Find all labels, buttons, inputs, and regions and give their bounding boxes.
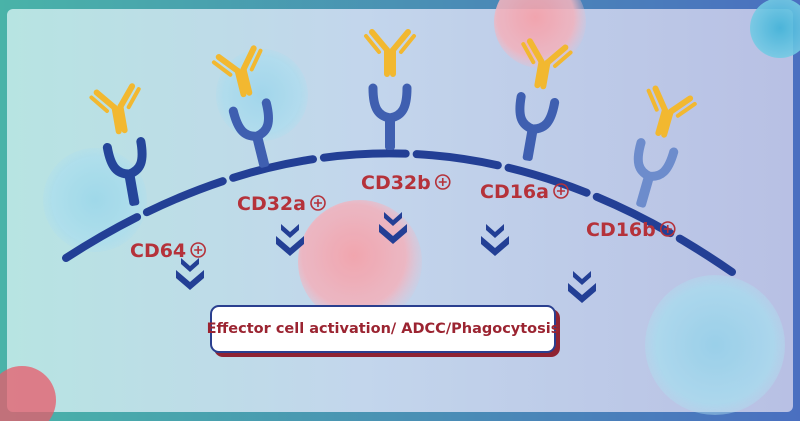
label-cd32b: CD32b	[361, 172, 451, 194]
receptor-cd16b-icon	[633, 138, 679, 208]
label-cd32a-text: CD32a	[237, 193, 306, 215]
antibody-cd32b-icon	[364, 29, 416, 77]
cell-membrane-arc	[62, 149, 736, 276]
label-cd16b: CD16b	[586, 219, 676, 241]
blue-cell-bottom-right	[645, 275, 785, 415]
background-panel	[7, 9, 793, 412]
receptor-cd16b	[633, 85, 697, 208]
antibody-cd16a-icon	[521, 38, 573, 90]
receptor-cd16a	[515, 38, 573, 161]
antibody-cd64-icon	[89, 83, 141, 135]
red-cell-center	[298, 200, 422, 324]
receptor-cd16a-icon	[515, 92, 560, 161]
label-cd64: CD64	[130, 240, 206, 262]
receptor-cd32b	[364, 29, 416, 150]
plus-circle-icon	[659, 221, 676, 237]
receptor-cd64	[89, 83, 147, 206]
receptor-cd32a	[211, 45, 273, 168]
label-cd16a: CD16a	[480, 181, 569, 203]
plus-circle-icon	[310, 195, 326, 211]
teal-cell-corner	[750, 0, 800, 58]
antibody-cd32a-icon	[211, 45, 263, 98]
signal-arrow-cd64-icon	[176, 258, 204, 290]
label-cd32a: CD32a	[237, 193, 326, 215]
signal-arrow-cd32b-icon	[379, 212, 407, 244]
effector-outcome-text: Effector cell activation/ ADCC/Phagocyto…	[206, 321, 560, 337]
label-cd16a-text: CD16a	[480, 181, 549, 203]
label-cd16b-text: CD16b	[586, 219, 656, 241]
receptor-cd64-icon	[102, 137, 147, 206]
plus-circle-icon	[553, 183, 569, 199]
receptor-layer	[89, 29, 697, 208]
receptor-cd32b-icon	[368, 83, 412, 150]
antibody-cd16b-icon	[646, 85, 697, 138]
red-cell-corner	[0, 366, 56, 421]
signal-arrow-cd32a-icon	[276, 224, 304, 256]
plus-circle-icon	[434, 174, 451, 190]
signal-arrow-cd16a-icon	[481, 224, 509, 256]
plus-circle-icon	[190, 242, 206, 258]
signal-arrow-cd16b-icon	[568, 271, 596, 303]
effector-outcome-box: Effector cell activation/ ADCC/Phagocyto…	[207, 305, 559, 353]
label-cd32b-text: CD32b	[361, 172, 431, 194]
signal-arrow-layer	[176, 212, 596, 303]
receptor-cd32a-icon	[228, 98, 273, 168]
label-cd64-text: CD64	[130, 240, 186, 262]
